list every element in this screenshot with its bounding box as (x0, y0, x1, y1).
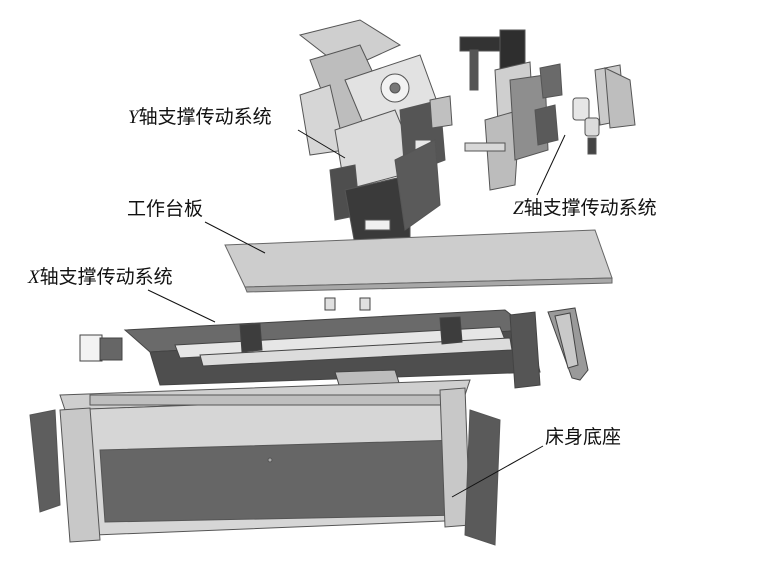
label-y-axis: Y轴支撑传动系统 (128, 106, 272, 128)
bed-base (29, 379, 501, 546)
label-worktable: 工作台板 (127, 200, 203, 219)
label-bed-base-text: 床身底座 (545, 426, 622, 448)
label-x-axis: X轴支撑传动系统 (28, 266, 173, 288)
label-y-axis-letter: Y (128, 107, 139, 128)
leader-worktable (204, 221, 266, 254)
label-y-axis-text: 轴支撑传动系统 (138, 106, 272, 128)
leader-x-axis (147, 289, 216, 323)
label-z-axis-text: 轴支撑传动系统 (523, 197, 657, 219)
label-x-axis-letter: X (28, 267, 40, 288)
z-axis-assembly (459, 29, 636, 191)
label-worktable-text: 工作台板 (127, 198, 204, 220)
leader-z-axis (536, 134, 566, 196)
label-z-axis-letter: Z (513, 198, 524, 219)
x-axis-assembly (79, 297, 589, 389)
leader-bed-base (451, 445, 544, 498)
leader-lines (147, 129, 566, 498)
label-z-axis: Z轴支撑传动系统 (513, 197, 657, 219)
y-axis-assembly (298, 19, 453, 246)
label-x-axis-text: 轴支撑传动系统 (39, 266, 173, 288)
worktable-plate (224, 229, 613, 293)
leader-y-axis (297, 129, 346, 159)
label-bed-base: 床身底座 (545, 428, 621, 447)
